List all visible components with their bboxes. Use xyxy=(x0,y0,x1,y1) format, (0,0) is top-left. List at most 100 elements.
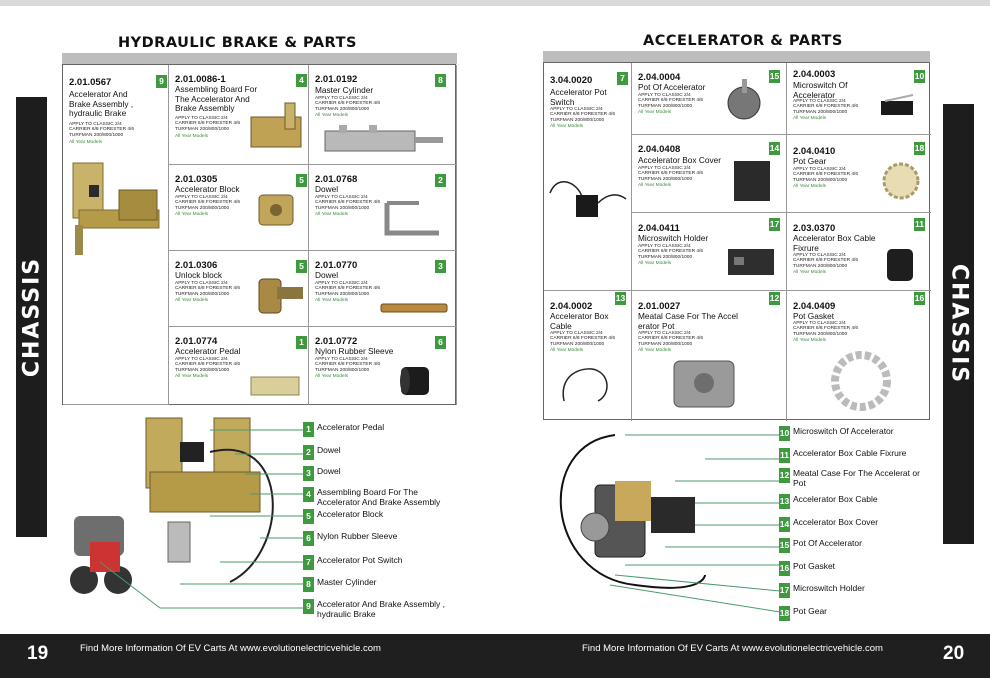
part-name: Accelerator Box Cable xyxy=(550,311,609,331)
part-index-badge: 18 xyxy=(914,142,925,155)
part-code: 2.03.0370 xyxy=(793,223,836,234)
part-name: Assembling Board For The Accelerator And… xyxy=(175,84,258,113)
dowel-pin-image xyxy=(380,303,448,313)
part-index-badge: 6 xyxy=(435,336,446,349)
part-card-2-01-0306: 2.01.0306 Unlock block APPLY TO CLASSIC … xyxy=(169,251,309,327)
part-card-2-04-0003: 2.04.0003 Microswitch Of Accelerator APP… xyxy=(787,63,931,135)
part-name: Dowel xyxy=(315,184,339,194)
part-index-badge: 11 xyxy=(914,218,925,231)
part-card-2-01-0567: 2.01.0567 Accelerator And Brake Assembly… xyxy=(63,65,169,405)
part-index-badge: 4 xyxy=(296,74,307,87)
right-catalog-page: ACCELERATOR & PARTS 3.04.0020 Accelerato… xyxy=(495,0,990,687)
part-code: 2.04.0409 xyxy=(793,301,836,312)
part-code: 3.04.0020 xyxy=(550,75,593,86)
part-code: 2.04.0410 xyxy=(793,146,836,157)
part-code: 2.01.0305 xyxy=(175,174,218,185)
part-index-badge: 5 xyxy=(296,174,307,187)
part-apply: APPLY TO CLASSIC 2/4 CARRIER 6/8 FORESTE… xyxy=(175,116,241,132)
part-years: All Year Models xyxy=(175,212,209,217)
left-section-title: HYDRAULIC BRAKE & PARTS xyxy=(118,35,357,51)
part-card-2-01-0772: 2.01.0772 Nylon Rubber Sleeve APPLY TO C… xyxy=(309,327,457,405)
top-strip xyxy=(0,0,990,6)
pot-gasket-image xyxy=(831,351,891,411)
part-index-badge: 15 xyxy=(769,70,780,83)
accelerator-block-image xyxy=(258,194,294,226)
part-code: 2.04.0003 xyxy=(793,69,836,80)
right-section-title: ACCELERATOR & PARTS xyxy=(643,33,843,49)
part-apply: APPLY TO CLASSIC 2/4 CARRIER 6/8 FORESTE… xyxy=(793,253,859,269)
part-code: 2.04.0411 xyxy=(638,223,680,234)
box-cover-image xyxy=(734,161,770,201)
part-name: Accelerator Box Cable Fixrure xyxy=(793,233,876,253)
part-years: All Year Models xyxy=(175,374,209,379)
right-footer: Find More Information Of EV Carts At www… xyxy=(495,634,990,678)
part-index-badge: 5 xyxy=(296,260,307,273)
part-name: Microswitch Holder xyxy=(638,233,709,243)
part-apply: APPLY TO CLASSIC 2/4 CARRIER 6/8 FORESTE… xyxy=(550,331,616,347)
right-footer-text: Find More Information Of EV Carts At www… xyxy=(582,643,883,654)
part-code: 2.01.0772 xyxy=(315,336,358,347)
part-years: All Year Models xyxy=(175,298,209,303)
part-years: All Year Models xyxy=(315,113,349,118)
part-years: All Year Models xyxy=(638,183,672,188)
part-card-2-01-0774: 2.01.0774 Accelerator Pedal APPLY TO CLA… xyxy=(169,327,309,405)
nylon-sleeve-image xyxy=(400,367,429,395)
part-name: Meatal Case For The Accel erator Pot xyxy=(638,311,738,331)
part-apply: APPLY TO CLASSIC 2/4 CARRIER 6/8 FORESTE… xyxy=(550,107,616,123)
part-years: All Year Models xyxy=(638,261,672,266)
part-card-2-04-0408: 2.04.0408 Accelerator Box Cover APPLY TO… xyxy=(632,135,787,213)
brake-assembly-image xyxy=(72,162,160,255)
part-name: Pot Gasket xyxy=(793,311,835,321)
part-name: Accelerator Block xyxy=(175,184,240,194)
accelerator-pedal-image xyxy=(250,376,300,396)
part-code: 2.01.0192 xyxy=(315,74,358,85)
potentiometer-image xyxy=(727,79,761,120)
part-index-badge: 12 xyxy=(769,292,780,305)
part-card-2-01-0086-1: 2.01.0086-1 Assembling Board For The Acc… xyxy=(169,65,309,165)
part-card-2-01-0027: 2.01.0027 Meatal Case For The Accel erat… xyxy=(632,291,787,421)
part-code: 2.01.0770 xyxy=(315,260,358,271)
left-title-bar xyxy=(62,53,457,64)
pot-gear-image xyxy=(882,162,920,200)
part-card-2-03-0370: 2.03.0370 Accelerator Box Cable Fixrure … xyxy=(787,213,931,291)
master-cylinder-image xyxy=(324,125,443,152)
part-years: All Year Models xyxy=(793,338,827,343)
part-apply: APPLY TO CLASSIC 2/4 CARRIER 6/8 FORESTE… xyxy=(315,281,381,297)
part-apply: APPLY TO CLASSIC 2/4 CARRIER 6/8 FORESTE… xyxy=(638,166,704,182)
brake-assembly-diagram xyxy=(70,417,303,609)
part-name: Accelerator And Brake Assembly , hydraul… xyxy=(69,89,134,118)
part-name: Accelerator Pedal xyxy=(175,346,241,356)
cable-fixture-image xyxy=(887,249,913,281)
part-name: Unlock block xyxy=(175,270,223,280)
part-apply: APPLY TO CLASSIC 2/4 CARRIER 6/8 FORESTE… xyxy=(315,357,381,373)
part-index-badge: 16 xyxy=(914,292,925,305)
part-apply: APPLY TO CLASSIC 2/4 CARRIER 6/8 FORESTE… xyxy=(638,244,704,260)
accelerator-assembly-diagram xyxy=(559,434,780,613)
part-index-badge: 17 xyxy=(769,218,780,231)
part-years: All Year Models xyxy=(793,270,827,275)
left-parts-grid: 2.01.0567 Accelerator And Brake Assembly… xyxy=(62,64,457,405)
part-apply: APPLY TO CLASSIC 2/4 CARRIER 6/8 FORESTE… xyxy=(175,195,241,211)
part-name: Microswitch Of Accelerator xyxy=(793,80,848,100)
part-name: Nylon Rubber Sleeve xyxy=(315,346,394,356)
part-name: Accelerator Box Cover xyxy=(638,155,722,165)
part-apply: APPLY TO CLASSIC 2/4 CARRIER 6/8 FORESTE… xyxy=(793,321,859,337)
part-name: Pot Of Accelerator xyxy=(638,82,706,92)
part-card-2-04-0410: 2.04.0410 Pot Gear APPLY TO CLASSIC 2/4 … xyxy=(787,135,931,213)
part-years: All Year Models xyxy=(638,110,672,115)
part-apply: APPLY TO CLASSIC 2/4 CARRIER 6/8 FORESTE… xyxy=(315,195,381,211)
part-years: All Year Models xyxy=(550,124,584,129)
part-years: All Year Models xyxy=(638,348,672,353)
